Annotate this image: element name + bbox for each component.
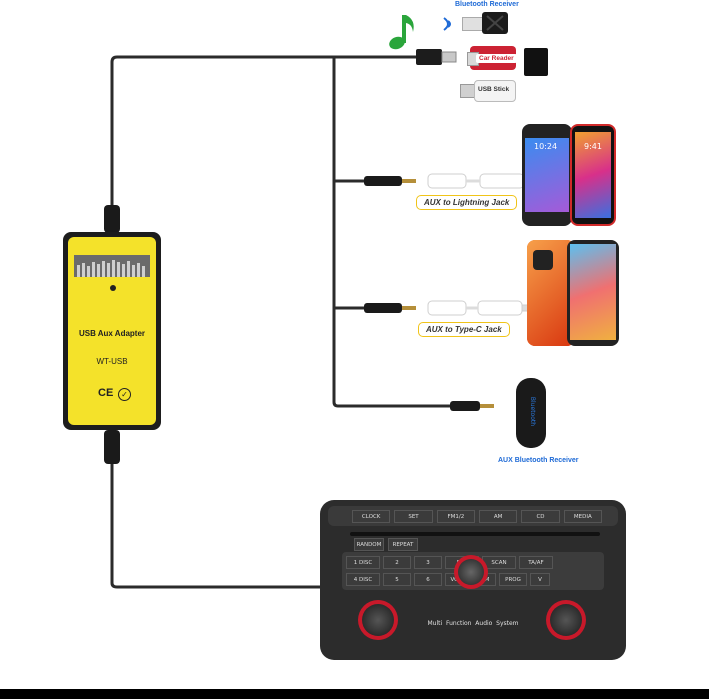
phone-time-1: 10:24 [534,142,558,151]
aux-typec-label: AUX to Type-C Jack [418,322,510,337]
aux-lightning-label: AUX to Lightning Jack [416,195,518,210]
radio-row2-button-2[interactable]: 6 [414,573,442,586]
radio-row1-button-0[interactable]: 1 DISC [346,556,380,569]
right-knob[interactable] [546,600,586,640]
radio-top-button-3[interactable]: AM [478,510,518,523]
radio-top-button-0[interactable]: CLOCK [352,510,391,523]
usb-stick-device [460,80,516,102]
wifi-signal-icon [443,17,451,31]
iphone-front: 10:24 [522,124,572,226]
car-reader-label: Car Reader [476,54,517,63]
radio-row2-button-6[interactable]: V [530,573,550,586]
bluetooth-receiver-label: Bluetooth Receiver [455,1,519,8]
adapter-title: USB Aux Adapter [78,329,146,338]
aux-jack-typec [364,303,416,313]
radio-row2-button-1[interactable]: 5 [383,573,411,586]
aux-jack-bluetooth [450,401,494,411]
radio-small-button-1[interactable]: REPEAT [388,538,418,551]
radio-row1-button-5[interactable]: TA/AF [519,556,553,569]
cable-adapter-to-radio [110,458,332,589]
phone-time-2: 9:41 [584,142,602,151]
radio-row1-button-2[interactable]: 3 [414,556,442,569]
radio-top-button-1[interactable]: SET [394,510,433,523]
radio-top-button-5[interactable]: MEDIA [563,510,602,523]
radio-small-buttons: RANDOM REPEAT [354,538,418,551]
iphone-back: 9:41 [570,124,616,226]
usb-plug [416,49,457,65]
radio-top-button-4[interactable]: CD [521,510,560,523]
usb-aux-adapter: USB Aux Adapter WT-USB CE ✓ [63,232,161,430]
radio-small-button-0[interactable]: RANDOM [354,538,384,551]
radio-row1-button-1[interactable]: 2 [383,556,411,569]
adapter-model: WT-USB [96,357,128,366]
cable-branch-vertical [332,55,462,408]
cable-adapter-to-usb [110,55,422,207]
aux-bluetooth-receiver-label: AUX Bluetooth Receiver [498,457,579,464]
equalizer-display [74,255,150,277]
cd-slot [350,532,600,536]
check-mark-icon: ✓ [118,388,131,401]
sd-card-icon [524,48,548,76]
lightning-dongle [427,173,535,189]
typec-dongle [427,300,533,316]
radio-row2-button-5[interactable]: PROG [499,573,527,586]
bt-device-text: Bluetooth [529,396,537,427]
music-note-icon [389,15,414,50]
radio-caption: Multi Function Audio System [427,620,519,627]
radio-row2-button-0[interactable]: 4 DISC [346,573,380,586]
usb-stick-label: USB Stick [478,86,510,93]
adapter-led [110,285,116,291]
aux-bluetooth-receiver-device: Bluetooth [516,378,546,448]
left-knob[interactable] [358,600,398,640]
volume-knob[interactable] [454,555,488,589]
radio-top-button-2[interactable]: FM1/2 [436,510,475,523]
aux-jack-lightning [364,176,416,186]
ce-mark: CE [98,387,114,399]
bluetooth-usb-dongle [462,12,510,34]
bottom-black-bar [0,689,709,699]
android-phone-front [567,240,619,346]
